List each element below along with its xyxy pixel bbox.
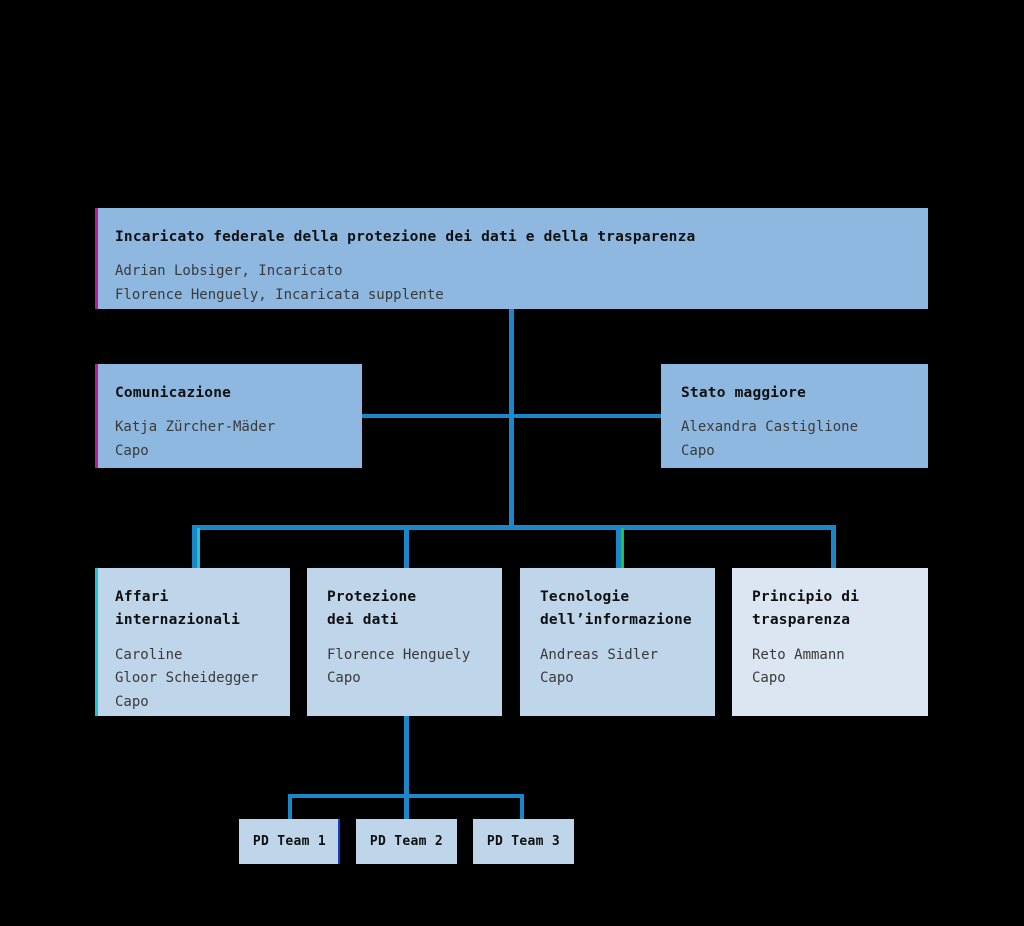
node-pd-team-2[interactable]: PD Team 2 <box>356 819 457 864</box>
accent-stripe-cyan <box>95 568 98 716</box>
node-protezione-dei-dati[interactable]: Protezione dei dati Florence Henguely Ca… <box>307 568 502 716</box>
connector-drop-tecnologie <box>616 525 621 568</box>
node-principio-trasparenza-people: Reto Ammann Capo <box>752 646 845 687</box>
node-stato-maggiore[interactable]: Stato maggiore Alexandra Castiglione Cap… <box>661 364 928 468</box>
connector-drop-protezione <box>404 525 409 568</box>
node-comunicazione[interactable]: Comunicazione Katja Zürcher-Mäder Capo <box>95 364 362 468</box>
connector-drop-principio <box>831 525 836 568</box>
connector-pd-trunk <box>404 716 409 819</box>
connector-staff-right <box>511 414 662 418</box>
accent-stripe-magenta <box>95 364 98 468</box>
connector-division-bar <box>192 525 836 530</box>
node-tecnologie-informazione-people: Andreas Sidler Capo <box>540 646 659 687</box>
node-root-title: Incaricato federale della protezione dei… <box>115 229 696 245</box>
connector-drop-affari-accent <box>197 528 200 568</box>
connector-pd-drop-1 <box>288 794 292 819</box>
node-pd-team-1-label: PD Team 1 <box>252 834 327 849</box>
node-protezione-dei-dati-people: Florence Henguely Capo <box>327 646 471 687</box>
node-affari-internazionali-title: Affari internazionali <box>115 589 241 629</box>
node-principio-trasparenza[interactable]: Principio di trasparenza Reto Ammann Cap… <box>732 568 928 716</box>
connector-drop-affari <box>192 525 197 568</box>
connector-pd-drop-3 <box>520 794 524 819</box>
accent-stripe-blue <box>338 819 340 864</box>
node-root[interactable]: Incaricato federale della protezione dei… <box>95 208 928 309</box>
node-affari-internazionali[interactable]: Affari internazionali Caroline Gloor Sch… <box>95 568 290 716</box>
node-root-people: Adrian Lobsiger, Incaricato Florence Hen… <box>115 263 444 303</box>
node-principio-trasparenza-title: Principio di trasparenza <box>752 589 860 629</box>
connector-pd-drop-2 <box>404 794 409 819</box>
accent-stripe-magenta <box>95 208 98 309</box>
node-tecnologie-informazione[interactable]: Tecnologie dell’informazione Andreas Sid… <box>520 568 715 716</box>
node-stato-maggiore-title: Stato maggiore <box>681 385 807 401</box>
node-comunicazione-title: Comunicazione <box>115 385 232 401</box>
connector-staff-left <box>362 414 512 418</box>
node-tecnologie-informazione-title: Tecnologie dell’informazione <box>540 589 692 629</box>
node-stato-maggiore-people: Alexandra Castiglione Capo <box>681 419 859 459</box>
node-pd-team-1[interactable]: PD Team 1 <box>239 819 340 864</box>
node-pd-team-2-label: PD Team 2 <box>369 834 444 849</box>
node-comunicazione-people: Katja Zürcher-Mäder Capo <box>115 419 276 459</box>
connector-drop-tecnologie-accent <box>621 528 624 568</box>
node-protezione-dei-dati-title: Protezione dei dati <box>327 589 417 629</box>
node-affari-internazionali-people: Caroline Gloor Scheidegger Capo <box>115 646 259 710</box>
node-pd-team-3-label: PD Team 3 <box>486 834 561 849</box>
node-pd-team-3[interactable]: PD Team 3 <box>473 819 574 864</box>
